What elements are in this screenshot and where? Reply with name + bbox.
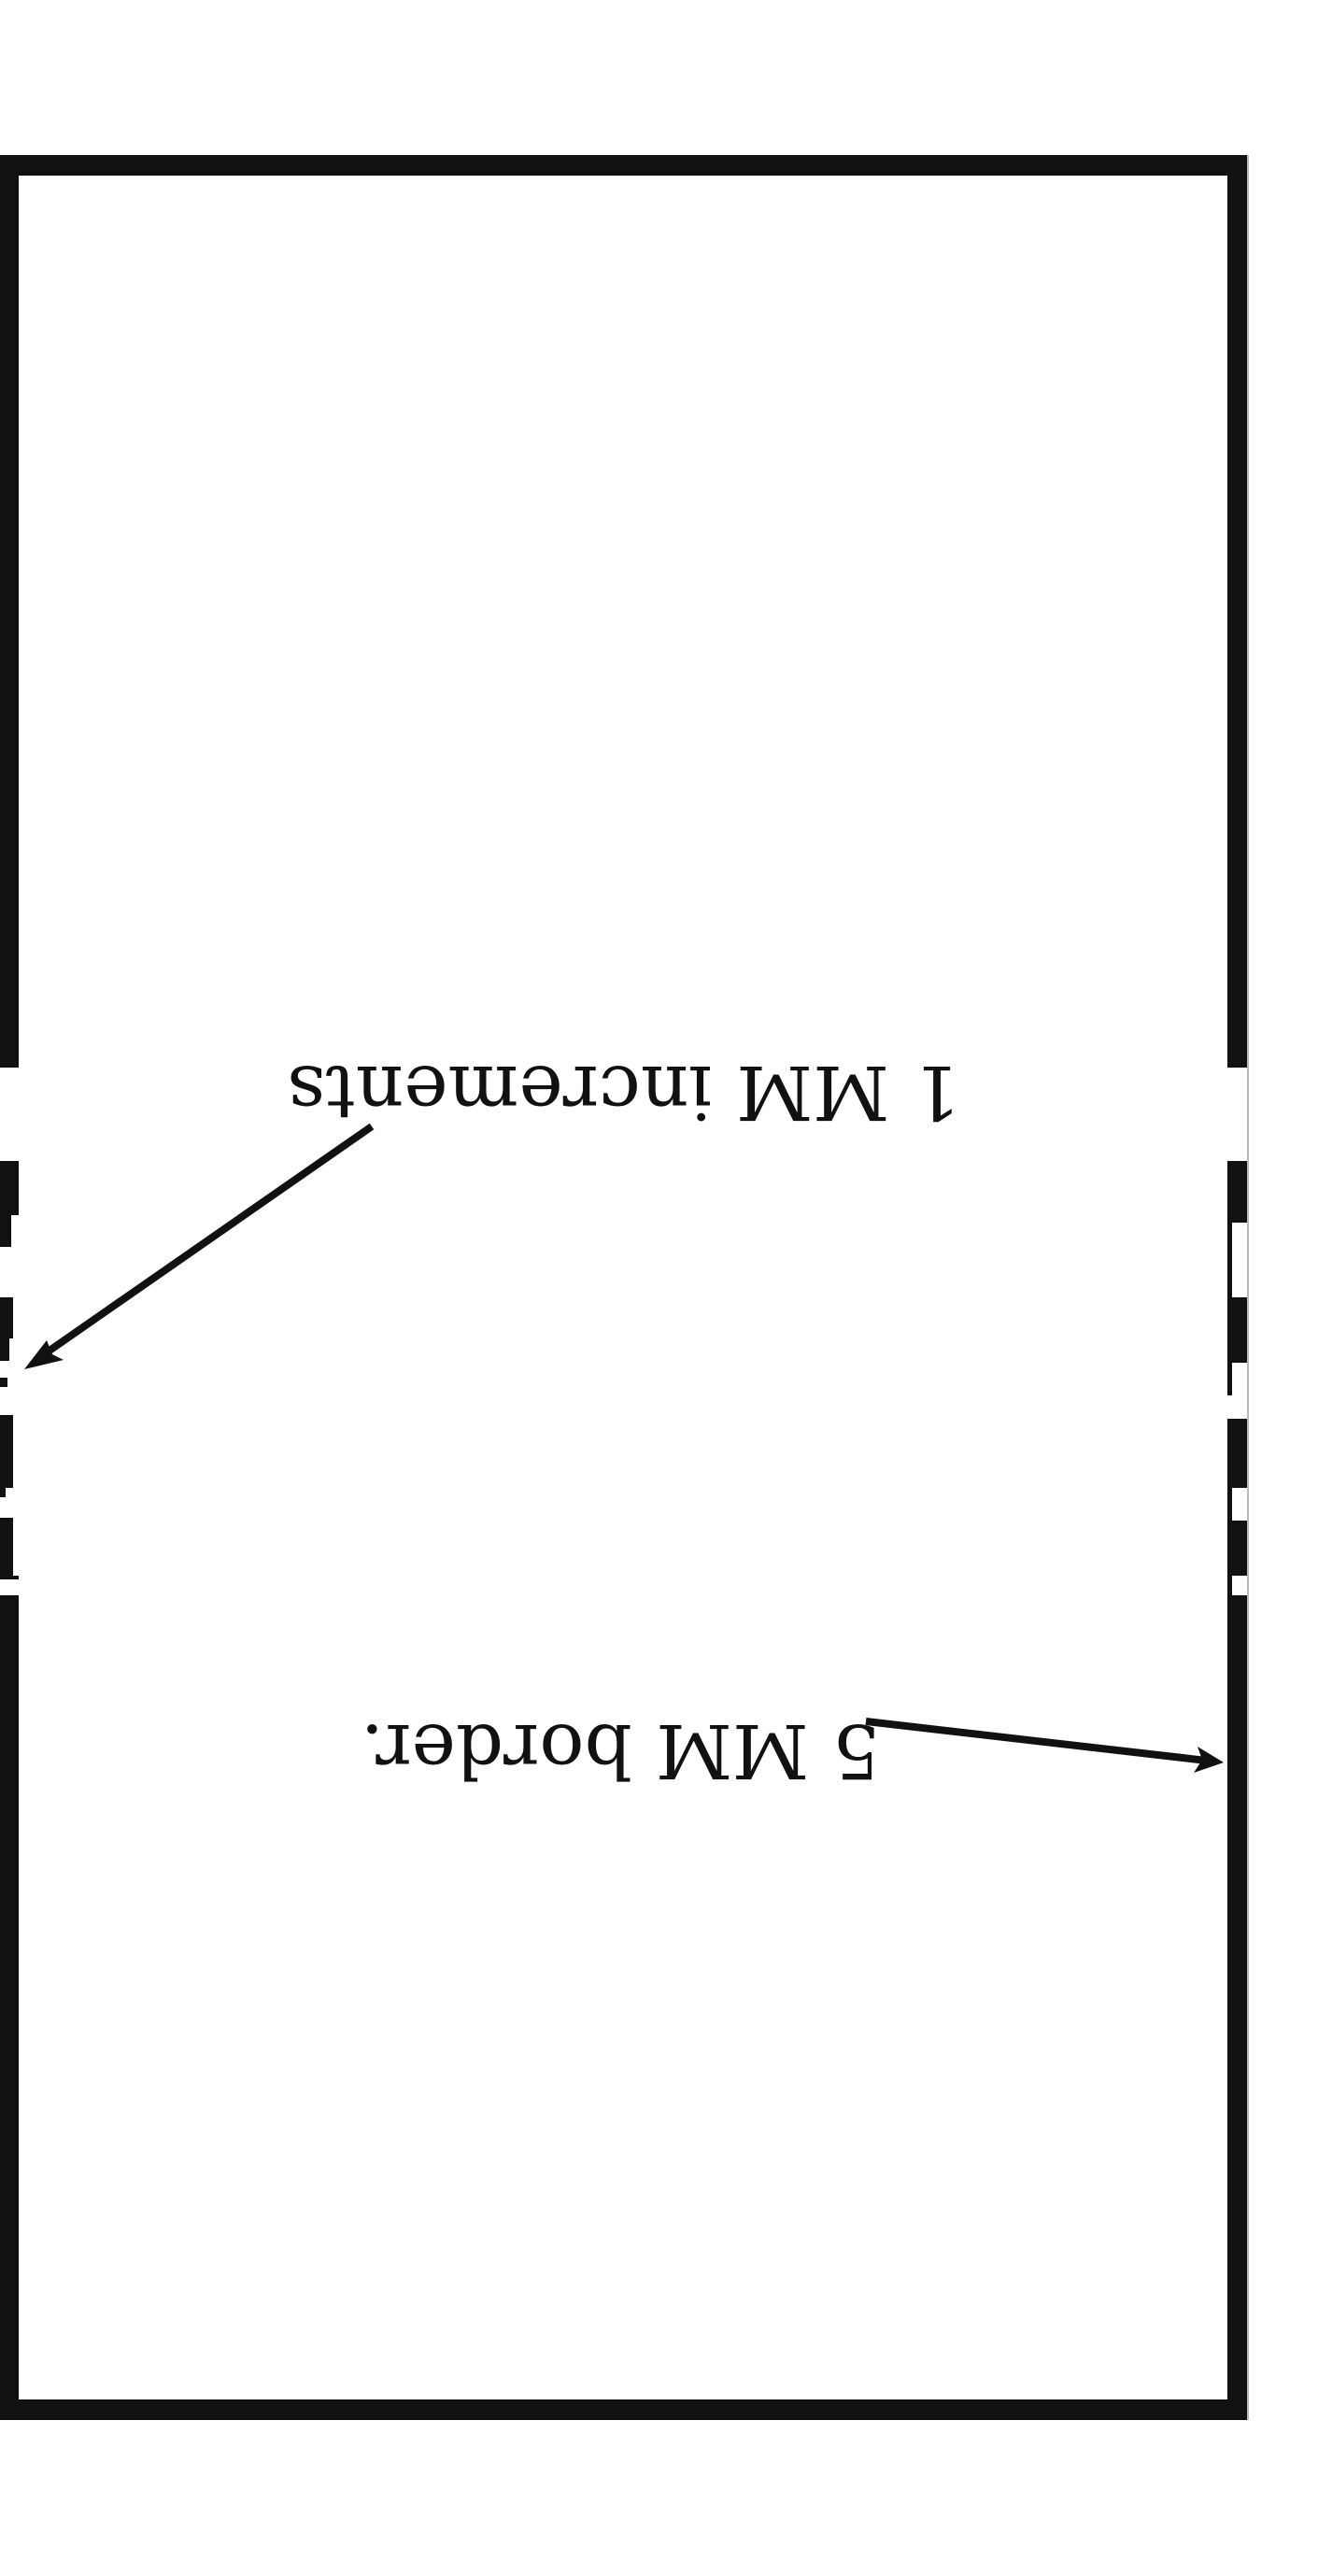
tick xyxy=(1227,1215,1247,1223)
tick xyxy=(1227,1419,1247,1488)
tick xyxy=(0,1518,13,1576)
tick xyxy=(1227,1576,1232,1595)
increments-arrow-shaft xyxy=(35,1123,375,1363)
tick xyxy=(0,1378,7,1387)
tick xyxy=(0,1415,13,1488)
tick xyxy=(1227,1297,1247,1363)
tick xyxy=(0,1297,13,1338)
border-right-lower xyxy=(1227,1595,1247,2420)
right-increment-ticks xyxy=(1227,1161,1247,1595)
border-arrowhead xyxy=(1194,1747,1224,1773)
border-left-lower xyxy=(0,1595,19,2420)
tick xyxy=(0,1488,6,1497)
border-bottom xyxy=(0,2399,1247,2420)
page-edge-right xyxy=(1247,155,1249,2420)
border-arrow-shaft xyxy=(865,1718,1208,1764)
border-label: 5 MM border. xyxy=(361,1707,881,1794)
tick xyxy=(0,1215,11,1247)
border-left-upper xyxy=(0,155,19,1068)
left-increment-ticks xyxy=(0,1161,19,1579)
border-arrow xyxy=(865,1718,1224,1773)
tick xyxy=(1227,1521,1247,1576)
border-right-upper xyxy=(1227,155,1247,1068)
increments-label: 1 MM increments xyxy=(287,1049,960,1136)
increments-arrowhead xyxy=(24,1340,64,1369)
tick xyxy=(0,1161,19,1215)
border-frame xyxy=(0,155,1249,2420)
tick xyxy=(0,1576,19,1579)
tick xyxy=(1227,1161,1247,1215)
border-top xyxy=(0,155,1247,176)
tick xyxy=(1227,1363,1232,1395)
tick xyxy=(1227,1223,1232,1302)
increments-arrow xyxy=(24,1123,375,1369)
tick xyxy=(0,1338,9,1361)
tick xyxy=(1227,1488,1232,1521)
